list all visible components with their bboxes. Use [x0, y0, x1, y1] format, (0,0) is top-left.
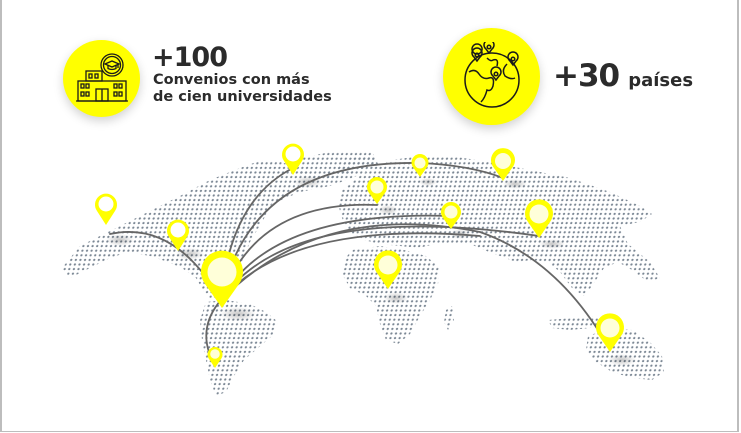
pin-russia[interactable]: [491, 148, 515, 181]
stat-countries: +30 países: [553, 58, 693, 94]
island-madagascar: [444, 306, 454, 330]
pin-greenland[interactable]: [282, 143, 304, 175]
continent-eurasia: [338, 156, 660, 296]
pin-alaska[interactable]: [95, 193, 117, 225]
continent-south-america: [200, 300, 278, 396]
pin-hub-colombia[interactable]: [201, 250, 243, 308]
pin-uk[interactable]: [367, 177, 387, 204]
pin-south-america[interactable]: [207, 347, 223, 368]
stat-countries-number: +30: [553, 58, 620, 94]
pin-central-asia[interactable]: [525, 199, 553, 238]
university-graduation-icon: [75, 52, 128, 102]
stat-universities-description-line2: de cien universidades: [153, 89, 332, 105]
location-pins: [95, 143, 624, 368]
world-map: [62, 143, 664, 396]
continent-north-america: [62, 156, 380, 300]
pin-scandinavia[interactable]: [411, 154, 429, 177]
pin-africa[interactable]: [374, 250, 402, 289]
pin-australia[interactable]: [596, 313, 624, 352]
stat-countries-label: países: [628, 70, 694, 91]
pin-central-europe[interactable]: [441, 202, 461, 229]
stat-universities-description-line1: Convenios con más: [153, 72, 310, 88]
globe-pins-icon: [463, 41, 520, 108]
continent-australia: [586, 328, 664, 380]
pin-western-canada[interactable]: [167, 219, 189, 251]
stat-universities-number: +100: [152, 42, 228, 73]
stat-universities-description: Convenios con más de cien universidades: [153, 72, 353, 106]
continent-greenland: [292, 152, 378, 180]
stat-countries-badge: [443, 28, 540, 125]
stat-universities-badge: [63, 40, 140, 117]
